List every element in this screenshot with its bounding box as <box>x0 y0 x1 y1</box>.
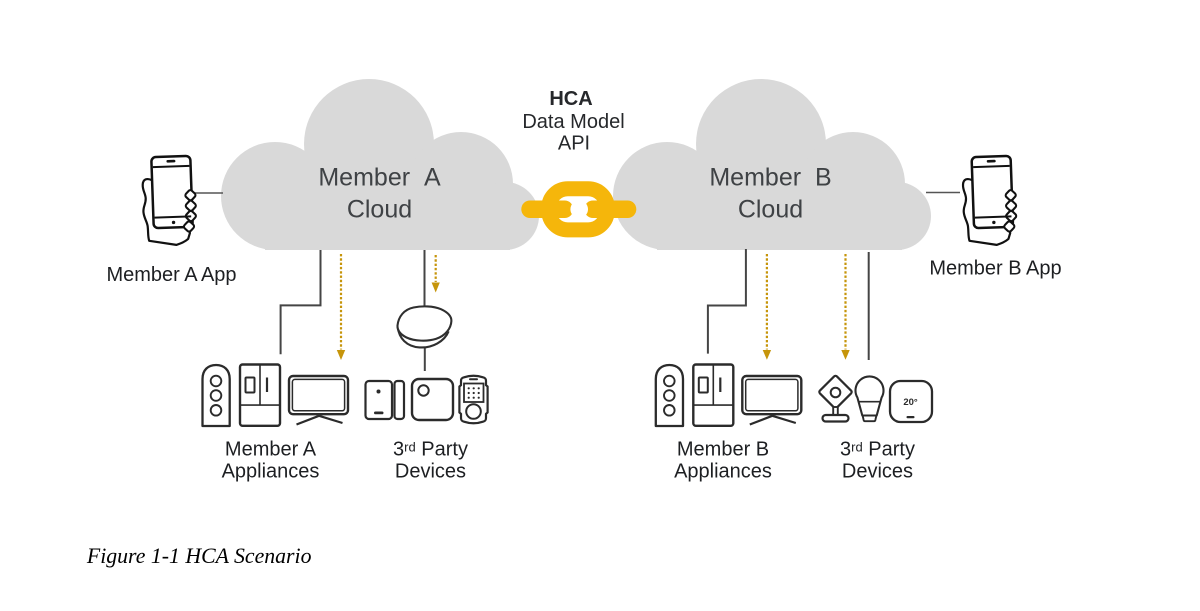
svg-text:Figure 1-1 HCA Scenario: Figure 1-1 HCA Scenario <box>86 544 312 568</box>
svg-text:Member B: Member B <box>709 164 831 192</box>
svg-text:API: API <box>558 133 590 155</box>
svg-text:Devices: Devices <box>395 461 466 483</box>
svg-text:20°: 20° <box>903 397 918 408</box>
svg-text:HCA: HCA <box>549 88 592 110</box>
svg-text:Cloud: Cloud <box>738 196 803 224</box>
svg-text:Devices: Devices <box>842 461 913 483</box>
svg-text:Member B App: Member B App <box>929 258 1061 280</box>
svg-text:Cloud: Cloud <box>347 196 412 224</box>
svg-text:Appliances: Appliances <box>674 461 772 483</box>
svg-text:Member A: Member A <box>318 164 441 192</box>
svg-text:Member A App: Member A App <box>106 264 236 286</box>
svg-text:Appliances: Appliances <box>222 461 320 483</box>
svg-text:Data Model: Data Model <box>522 111 624 133</box>
svg-text:Member B: Member B <box>677 439 769 461</box>
svg-text:Member A: Member A <box>225 439 317 461</box>
